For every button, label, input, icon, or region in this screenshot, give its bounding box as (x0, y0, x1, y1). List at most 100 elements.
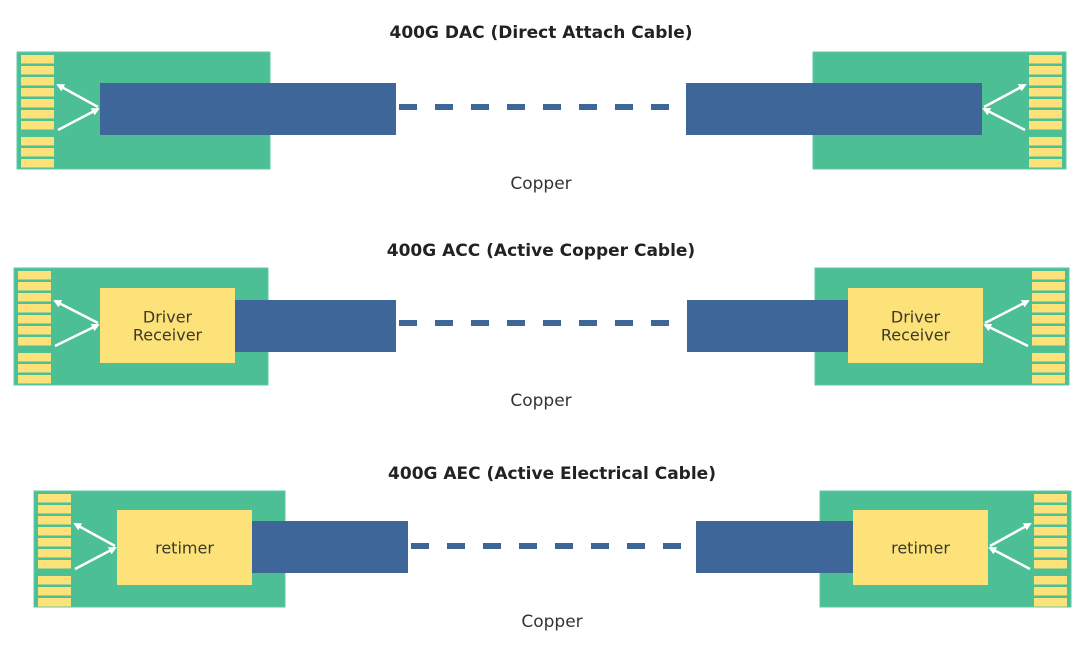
pin (38, 527, 71, 536)
right-chip-aec: retimer (853, 510, 988, 585)
diagram-acc: 400G ACC (Active Copper Cable)DriverRece… (13, 241, 1070, 411)
left-signal-arrows (53, 299, 100, 348)
arrow-icon (984, 299, 1030, 325)
pin (1029, 99, 1062, 108)
right-cable-segment (696, 521, 855, 573)
arrow-icon (56, 83, 99, 109)
pin (1029, 159, 1062, 168)
pin (1032, 304, 1065, 313)
pin (38, 516, 71, 525)
pin (18, 326, 51, 335)
left-signal-arrows (56, 83, 100, 132)
right-signal-arrows (983, 299, 1030, 348)
pin (38, 576, 71, 585)
medium-label: Copper (510, 391, 571, 411)
pin (21, 137, 54, 146)
pin (18, 337, 51, 346)
left-chip-aec: retimer (117, 510, 252, 585)
pin (1032, 293, 1065, 302)
arrow-icon (53, 299, 99, 325)
medium-label: Copper (521, 612, 582, 632)
diagram-dac: 400G DAC (Direct Attach Cable)Copper (16, 23, 1067, 194)
right-cable-segment (686, 83, 982, 135)
pin (1034, 494, 1067, 503)
right-pin-array (1032, 271, 1065, 384)
pin (1032, 364, 1065, 373)
pin (18, 304, 51, 313)
arrow-icon (54, 323, 100, 348)
pin (1029, 88, 1062, 97)
pin (21, 148, 54, 157)
pin (1034, 576, 1067, 585)
medium-label: Copper (510, 174, 571, 194)
pin (38, 505, 71, 514)
pin (38, 538, 71, 547)
pin (1032, 353, 1065, 362)
arrow-icon (74, 546, 117, 571)
left-cable-segment (233, 300, 396, 352)
pin (21, 121, 54, 130)
pin (1032, 282, 1065, 291)
left-cable-segment (100, 83, 396, 135)
chip-label: retimer (891, 539, 950, 558)
right-pin-array (1034, 494, 1067, 607)
chip-label: Receiver (881, 326, 951, 345)
pin (18, 375, 51, 384)
pin (18, 271, 51, 280)
left-cable-segment (250, 521, 408, 573)
pin (1029, 55, 1062, 64)
pin (1029, 66, 1062, 75)
chip-label: retimer (155, 539, 214, 558)
left-signal-arrows (73, 522, 117, 571)
pin (38, 494, 71, 503)
pin (1032, 315, 1065, 324)
left-pin-array (21, 55, 54, 168)
pin (1032, 271, 1065, 280)
right-signal-arrows (982, 83, 1027, 132)
pin (1034, 505, 1067, 514)
pin (1029, 137, 1062, 146)
chip-box (848, 288, 983, 363)
right-signal-arrows (988, 522, 1032, 571)
diagram-aec: 400G AEC (Active Electrical Cable) retime… (33, 464, 1072, 632)
left-pin-array (18, 271, 51, 384)
pin (38, 560, 71, 569)
pin (1032, 375, 1065, 384)
diagram-title: 400G ACC (Active Copper Cable) (387, 241, 695, 261)
pin (1034, 527, 1067, 536)
pin (1029, 110, 1062, 119)
pin (21, 99, 54, 108)
pin (1034, 538, 1067, 547)
pin (1034, 516, 1067, 525)
pin (1034, 549, 1067, 558)
arrow-icon (988, 546, 1031, 571)
pin (18, 293, 51, 302)
pin (21, 77, 54, 86)
pin (1034, 598, 1067, 607)
pin (1032, 326, 1065, 335)
pin (21, 88, 54, 97)
pin (1034, 587, 1067, 596)
chip-box (117, 510, 252, 585)
chip-label: Driver (143, 308, 193, 327)
pin (21, 66, 54, 75)
left-pin-array (38, 494, 71, 607)
pin (1029, 77, 1062, 86)
pin (38, 549, 71, 558)
pin (18, 315, 51, 324)
diagram-title: 400G AEC (Active Electrical Cable) (388, 464, 716, 484)
chip-label: Driver (891, 308, 941, 327)
arrow-icon (57, 107, 100, 132)
pin (18, 364, 51, 373)
pin (21, 110, 54, 119)
pin (1029, 148, 1062, 157)
right-pin-array (1029, 55, 1062, 168)
pin (18, 353, 51, 362)
chip-box (100, 288, 235, 363)
right-cable-segment (687, 300, 850, 352)
pin (1032, 337, 1065, 346)
pin (1029, 121, 1062, 130)
